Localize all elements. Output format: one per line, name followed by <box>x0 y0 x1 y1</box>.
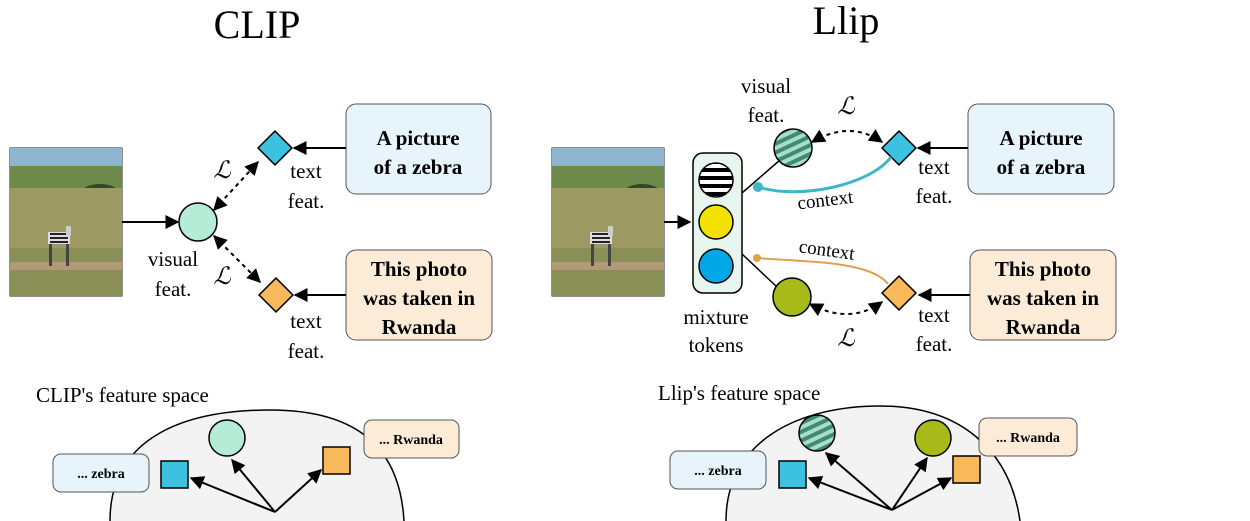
llip-space-rwanda-label: ... Rwanda <box>996 431 1060 446</box>
llip-space-rwanda-square <box>952 455 981 484</box>
llip-text-feat-label-bottom-1: text <box>918 303 950 327</box>
llip-space-arrow-2 <box>807 476 893 511</box>
llip-space-rwanda-box <box>978 417 1078 457</box>
zebra-photo-llip <box>551 147 665 297</box>
llip-caption-top-line-2: of a zebra <box>997 155 1086 179</box>
clip-space-arrow-3 <box>274 469 323 513</box>
llip-visual-feat-label-2: feat. <box>748 103 785 127</box>
llip-space-zebra-square <box>778 460 807 489</box>
clip-caption-top-line-2: of a zebra <box>374 155 463 179</box>
llip-text-feat-label-top-1: text <box>918 155 950 179</box>
llip-caption-top-line-1: A picture <box>999 126 1082 150</box>
clip-space-zebra-box <box>52 453 150 493</box>
llip-context-curve-top <box>757 156 893 194</box>
clip-visual-feat-label-2: feat. <box>155 277 192 301</box>
llip-space-arrow-1 <box>824 452 893 511</box>
llip-caption-bottom-line-1: This photo <box>995 257 1091 281</box>
llip-loss-arrow-bottom <box>808 301 884 317</box>
clip-text-feat-label-bottom-2: feat. <box>288 339 325 363</box>
clip-visual-feat-label-1: visual <box>148 247 198 271</box>
clip-space-visual-circle <box>208 419 246 457</box>
llip-context-dot-top <box>753 182 763 192</box>
llip-visual-feature-striped <box>773 128 813 168</box>
llip-title: Llip <box>813 0 880 43</box>
llip-token-to-top-visual <box>741 159 781 194</box>
clip-loss-arrow-top <box>213 160 259 212</box>
llip-visual-feature-olive <box>772 277 812 317</box>
llip-context-dot-bottom <box>753 254 761 262</box>
llip-token-to-bottom-visual <box>741 253 779 289</box>
clip-text-feature-diamond-bottom <box>257 276 295 314</box>
clip-space-arrow-2 <box>189 476 276 513</box>
clip-space-rwanda-label: ... Rwanda <box>379 433 443 448</box>
clip-loss-symbol-top: ℒ <box>213 156 231 184</box>
clip-caption-top-line-1: A picture <box>376 126 459 150</box>
llip-space-olive-circle <box>914 419 952 457</box>
llip-text-feature-diamond-top <box>880 129 918 167</box>
llip-caption-bottom-line-2: was taken in <box>987 286 1099 310</box>
llip-space-arrow-3 <box>891 456 928 511</box>
llip-caption-bottom-line-3: Rwanda <box>1006 315 1081 339</box>
clip-text-feature-diamond-top <box>256 129 294 167</box>
llip-space-zebra-box <box>669 450 767 490</box>
clip-text-feat-label-bottom-1: text <box>290 309 322 333</box>
zebra-photo <box>9 147 123 297</box>
mixture-token-yellow <box>698 204 734 240</box>
llip-visual-feat-label-1: visual <box>741 74 791 98</box>
llip-space-striped-circle <box>798 414 836 452</box>
llip-loss-arrow-top <box>810 129 884 143</box>
llip-space-arrow-4 <box>891 477 953 511</box>
clip-feature-space-label: CLIP's feature space <box>36 383 209 407</box>
llip-space-zebra-label: ... zebra <box>694 464 741 479</box>
clip-space-zebra-square <box>160 460 189 489</box>
clip-space-arrow-1 <box>231 458 276 513</box>
clip-visual-feature-circle <box>178 202 218 242</box>
llip-text-feature-diamond-bottom <box>880 274 918 312</box>
clip-space-rwanda-box <box>363 419 460 459</box>
llip-feature-space-label: Llip's feature space <box>658 381 820 405</box>
mixture-token-blue <box>698 248 734 284</box>
clip-space-rwanda-square <box>322 446 351 475</box>
clip-loss-symbol-bottom: ℒ <box>213 262 231 290</box>
mixture-tokens-label-1: mixture <box>683 305 748 329</box>
clip-text-feat-label-top-1: text <box>290 159 322 183</box>
llip-context-curve-bottom <box>756 257 889 285</box>
clip-loss-arrow-bottom <box>213 235 261 283</box>
clip-caption-bottom-line-1: This photo <box>371 257 467 281</box>
llip-loss-symbol-bottom: ℒ <box>837 324 855 352</box>
llip-text-feat-label-top-2: feat. <box>916 184 953 208</box>
clip-title: CLIP <box>214 2 301 47</box>
clip-caption-bottom-line-2: was taken in <box>363 286 475 310</box>
clip-text-feat-label-top-2: feat. <box>288 189 325 213</box>
clip-caption-bottom-line-3: Rwanda <box>382 315 457 339</box>
clip-space-zebra-label: ... zebra <box>77 467 124 482</box>
mixture-token-striped <box>699 163 733 197</box>
mixture-tokens-label-2: tokens <box>689 333 744 357</box>
llip-text-feat-label-bottom-2: feat. <box>916 332 953 356</box>
llip-loss-symbol-top: ℒ <box>837 92 855 120</box>
